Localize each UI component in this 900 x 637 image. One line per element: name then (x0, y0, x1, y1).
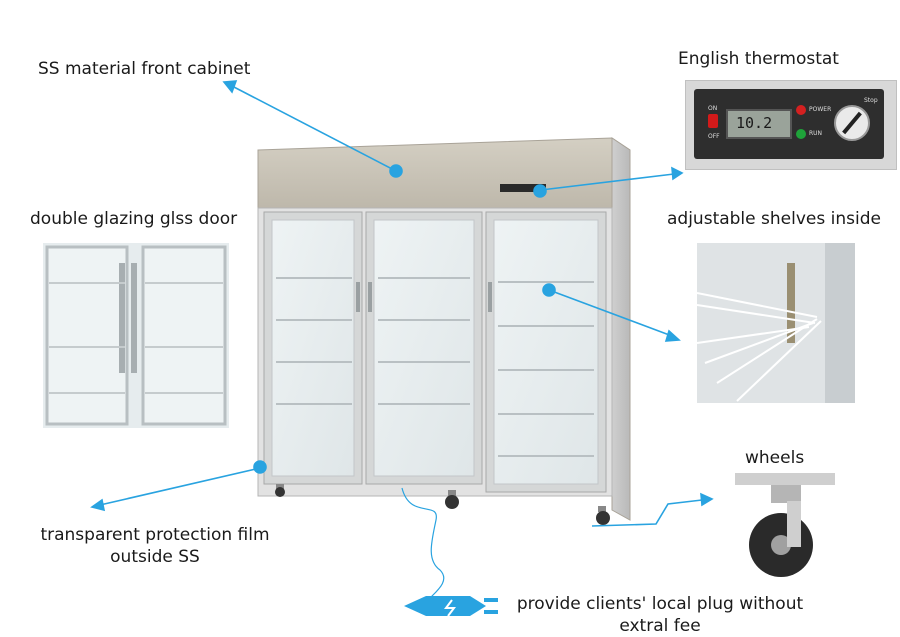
thermostat-photo: ON OFF 10.2 POWER RUN Stop (685, 80, 897, 170)
callout-thermostat (533, 166, 684, 198)
plug-icon (404, 596, 498, 617)
label-ss-cabinet: SS material front cabinet (38, 59, 251, 79)
shelves-photo (697, 243, 855, 403)
door-handle (368, 282, 372, 312)
label-plug: provide clients' local plug without extr… (505, 593, 815, 637)
glass-door-right (485, 211, 607, 493)
glazing-door-photo (43, 243, 229, 428)
power-indicator (796, 105, 806, 115)
label-film-line1: transparent protection film (40, 525, 270, 545)
label-shelves: adjustable shelves inside (667, 209, 881, 229)
label-film-line2: outside SS (110, 547, 200, 567)
glass-door-middle (365, 211, 483, 485)
caster-wheels (275, 484, 610, 525)
wheel-photo (735, 473, 835, 583)
off-label: OFF (708, 133, 720, 140)
knob-pointer (842, 111, 862, 135)
temperature-display: 10.2 (726, 109, 792, 139)
callout-ss-cabinet (222, 80, 403, 178)
stop-label: Stop (864, 97, 878, 104)
label-film: transparent protection film outside SS (30, 524, 280, 568)
label-glazing-door: double glazing glss door (30, 209, 238, 229)
callout-film (90, 460, 267, 512)
glass-door-left (263, 211, 363, 485)
power-label: POWER (809, 106, 832, 113)
power-switch (708, 114, 718, 128)
label-plug-line1: provide clients' local plug without (516, 594, 804, 614)
callout-wheels (591, 492, 714, 527)
label-thermostat: English thermostat (678, 49, 839, 69)
label-wheels: wheels (745, 448, 805, 468)
shelves (276, 277, 594, 457)
display-readout: 10.2 (736, 114, 773, 132)
controller-display (500, 184, 546, 192)
power-cord (401, 487, 445, 599)
callout-shelves (542, 283, 681, 342)
control-knob (834, 105, 870, 141)
door-handle (488, 282, 492, 312)
run-indicator (796, 129, 806, 139)
label-plug-line2: extral fee (619, 616, 701, 636)
run-label: RUN (809, 130, 823, 137)
door-handle (356, 282, 360, 312)
on-label: ON (708, 105, 718, 112)
